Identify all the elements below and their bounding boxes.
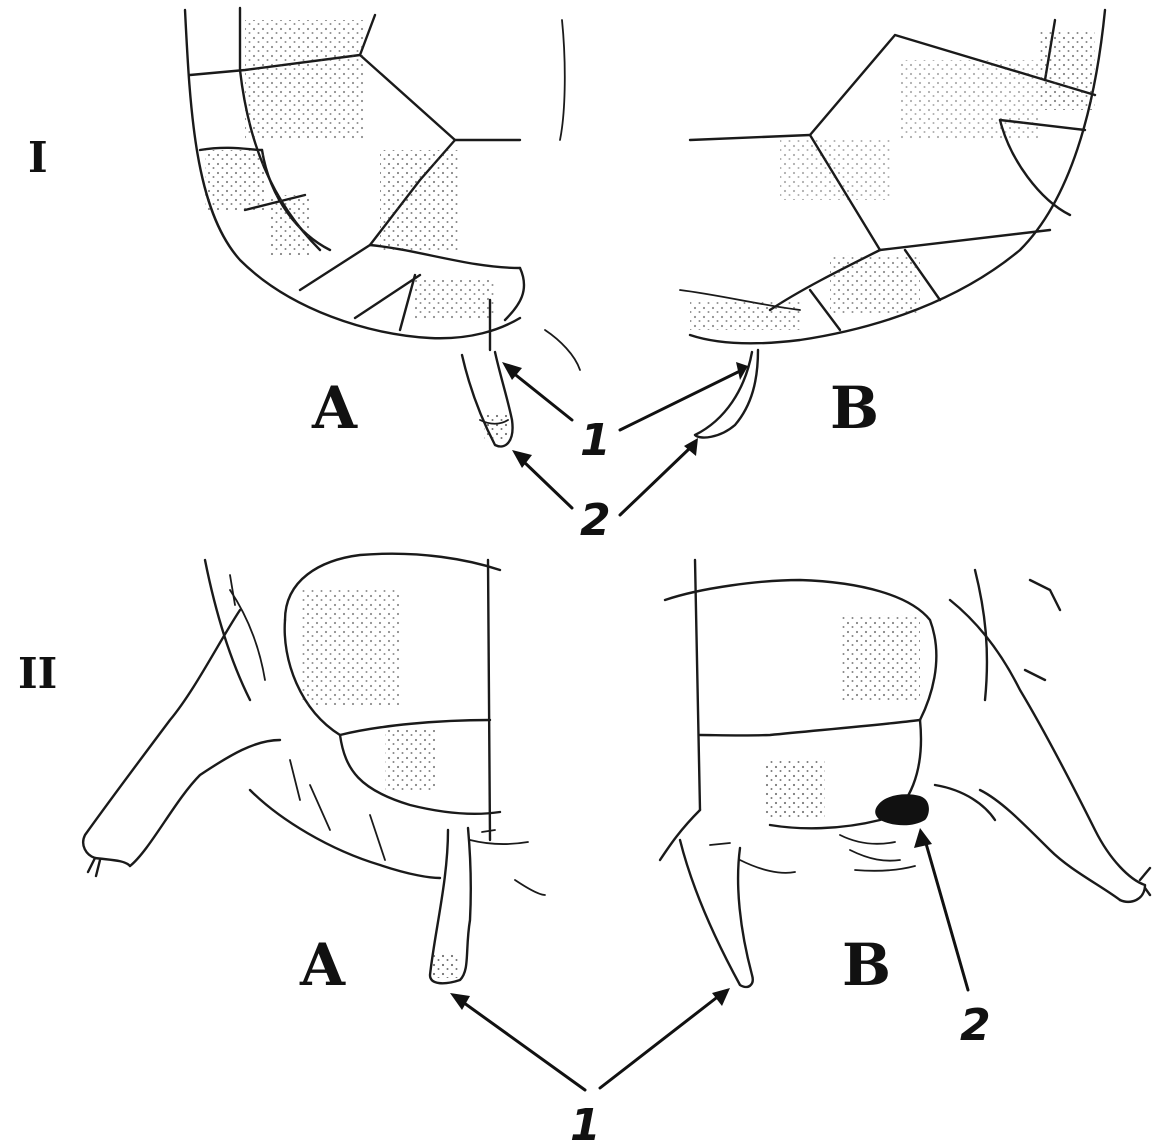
panel-ii-tail-a [430, 828, 545, 983]
panel-ii-callout-2-arrow [914, 828, 968, 990]
panel-ii-plastron-a [83, 554, 500, 878]
panel-ii-tail-b [680, 840, 795, 987]
panel-i-shell-a [185, 8, 580, 370]
panel-i-label-a: A [311, 374, 358, 442]
chin-gland-marking [875, 794, 929, 825]
panel-i-label-b: B [830, 374, 879, 442]
panel-ii-callout-1: 1 [570, 1100, 601, 1148]
panel-ii-label-b: B [842, 931, 891, 999]
panel-i-callout-1-arrows [502, 362, 748, 430]
panel-i-callout-1: 1 [580, 415, 611, 466]
panel-ii: II [18, 554, 1150, 1148]
panel-i-roman-label: I [28, 133, 48, 182]
panel-i-shell-b [680, 10, 1105, 343]
panel-ii-roman-label: II [18, 649, 57, 698]
panel-ii-plastron-b [660, 560, 1150, 902]
panel-i: I [28, 8, 1105, 546]
panel-ii-callout-2: 2 [960, 1000, 991, 1051]
panel-i-tail-b [695, 350, 758, 438]
panel-i-callout-2: 2 [580, 495, 611, 546]
panel-ii-callout-1-arrows [450, 988, 730, 1090]
panel-ii-label-a: A [299, 931, 346, 999]
